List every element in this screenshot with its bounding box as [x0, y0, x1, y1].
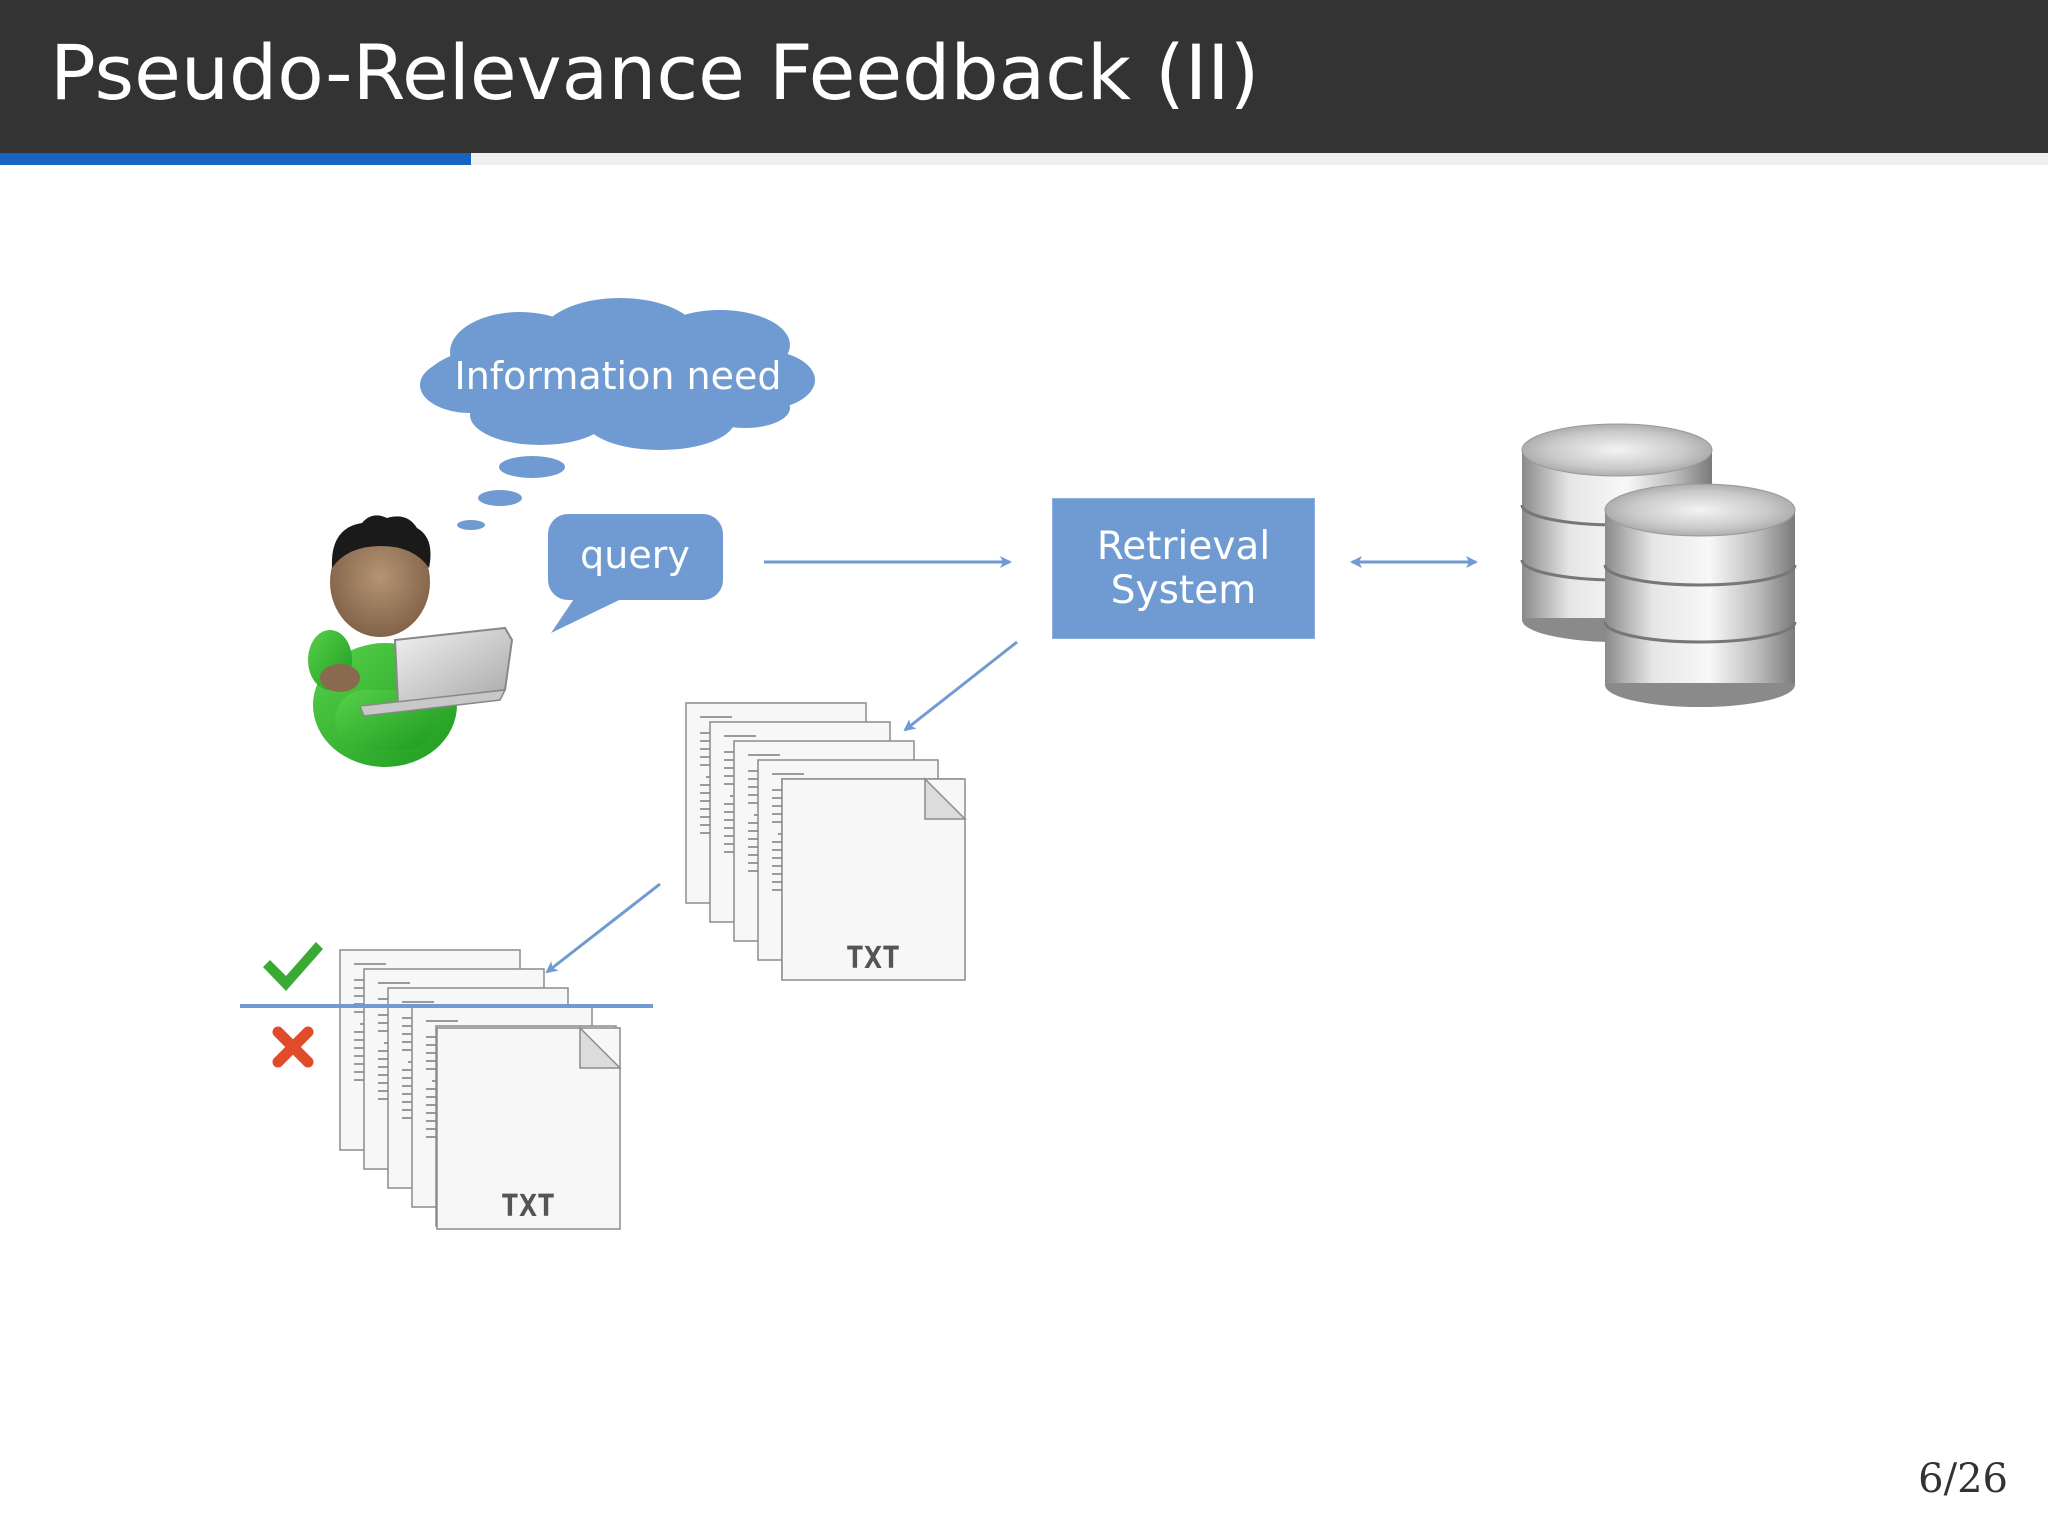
document-label: TXT: [846, 941, 900, 976]
query-bubble: [548, 514, 723, 633]
thought-bubbles: [457, 456, 565, 530]
cross-icon: [272, 1026, 314, 1068]
retrieved-documents: TXT: [685, 702, 967, 981]
feedback-document-front: TXT: [436, 1026, 622, 1230]
slide-title: Pseudo-Relevance Feedback (II): [50, 28, 1260, 117]
query-label: query: [580, 533, 690, 577]
feedback-documents: TXT: [339, 949, 622, 1230]
user-laptop-icon: [308, 515, 514, 767]
progress-track: [0, 153, 2048, 165]
results-arrow: [903, 640, 1018, 732]
feedback-document-label: TXT: [501, 1189, 555, 1224]
title-bar: Pseudo-Relevance Feedback (II): [0, 0, 2048, 153]
page-number: 6/26: [1918, 1456, 2008, 1502]
check-icon: [263, 942, 323, 991]
feedback-arrow: [545, 882, 661, 974]
progress-fill: [0, 153, 472, 165]
information-need-label: Information need: [454, 354, 781, 398]
database-icon: [1520, 423, 1797, 707]
thought-cloud: [420, 298, 815, 450]
document-front: TXT: [781, 777, 967, 981]
retrieval-system-box: Retrieval System: [1052, 498, 1315, 639]
